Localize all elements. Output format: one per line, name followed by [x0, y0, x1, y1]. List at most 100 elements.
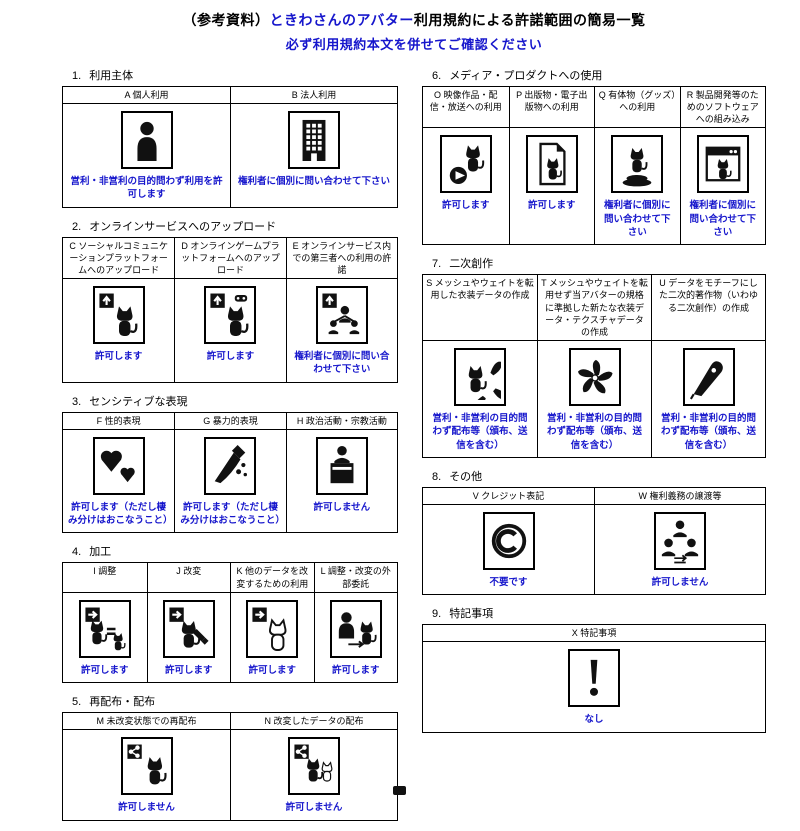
modify-icon	[162, 599, 215, 658]
item-label: L 調整・改変の外部委託	[313, 563, 397, 593]
section-number: 9.	[432, 608, 442, 621]
section-number: 4.	[72, 546, 82, 559]
section-title: 利用主体	[89, 70, 134, 82]
item-status: 許可します	[331, 664, 380, 676]
item-label: F 性的表現	[63, 413, 175, 430]
item-status: 許可しません	[285, 802, 343, 814]
section-heading-online-upload: 2.オンラインサービスへのアップロード	[72, 218, 398, 234]
section-heading-special-notes: 9. 特記事項	[432, 605, 766, 621]
permission-table-special-notes: X 特記事項なし	[422, 624, 766, 733]
section-number: 8.	[432, 470, 442, 483]
item-body: 権利者に個別に問い合わせて下さい	[594, 128, 680, 245]
item-label: A 個人利用	[63, 87, 230, 105]
goods-icon	[611, 135, 664, 194]
item-label: U データをモチーフにした二次的著作物（いわゆる二次創作）の作成	[651, 275, 765, 342]
item-status: 許可します	[248, 664, 296, 676]
item-label: N 改変したデータの配布	[230, 713, 397, 731]
section-title: 特記事項	[449, 608, 494, 621]
item-body: 不要です	[423, 505, 594, 594]
section-number: 6.	[432, 70, 442, 82]
item-status: 許可します	[94, 351, 143, 363]
item-status: 許可します（ただし棲み分けはおこなうこと）	[180, 501, 285, 527]
item-body: 営利・非営利の目的問わず配布等（頒布、送信を含む）	[537, 341, 651, 457]
costume-new-icon	[568, 348, 621, 407]
item-label: I 調整	[63, 563, 147, 593]
section-title: センシティブな表現	[89, 395, 188, 408]
section-heading-others: 8.その他	[432, 468, 766, 484]
modify-other-data-icon	[246, 599, 299, 658]
item-body: 許可します	[146, 592, 231, 683]
section-special-notes: 9. 特記事項 X 特記事項なし	[422, 605, 766, 733]
item-status: 権利者に個別に問い合わせて下さい	[603, 200, 671, 239]
item-status: 営利・非営利の目的問わず配布等（頒布、送信を含む）	[546, 413, 642, 451]
item-label: E オンラインサービス内での第三者への利用の許諾	[285, 237, 397, 280]
item-body: 権利者に個別に問い合わせて下さい	[679, 128, 766, 245]
permission-table-online-upload: C ソーシャルコミュニケーションプラットフォームへのアップロード許可します D オ…	[62, 236, 398, 383]
costume-mesh-icon	[454, 348, 506, 407]
item-body: 許可しません	[230, 730, 397, 820]
derivative-pen-icon	[682, 348, 735, 407]
item-label: D オンラインゲームプラットフォームへのアップロード	[174, 237, 286, 280]
item-body: 許可しません	[63, 730, 230, 819]
item-status: 権利者に個別に問い合わせて下さい	[689, 200, 756, 239]
item-body: 権利者に個別に問い合わせて下さい	[285, 279, 397, 382]
outsource-icon	[329, 599, 382, 658]
item-label: R 製品開発等のためのソフトウェアへの組み込み	[679, 87, 765, 129]
item-label: X 特記事項	[423, 625, 765, 643]
section-number: 3.	[72, 395, 82, 408]
item-body: 営利・非営利の目的問わず利用を許可します	[63, 104, 230, 207]
item-status: 許可しません	[118, 802, 175, 814]
exclamation-icon	[568, 649, 620, 708]
section-heading-media-product: 6.メディア・プロダクトへの使用	[432, 67, 766, 83]
item-status: 許可します	[164, 664, 213, 676]
item-body: 営利・非営利の目的問わず配布等（頒布、送信を含む）	[423, 341, 537, 457]
item-status: 権利者に個別に問い合わせて下さい	[237, 176, 390, 188]
item-status: なし	[584, 714, 604, 726]
section-online-upload: 2.オンラインサービスへのアップロード C ソーシャルコミュニケーションプラットフ…	[62, 218, 398, 383]
item-label: T メッシュやウェイトを転用せず当アバターの規格に準拠した新たな衣装データ・テク…	[537, 275, 651, 342]
item-body: 権利者に個別に問い合わせて下さい	[230, 104, 397, 207]
section-heading-processing: 4.加工	[72, 543, 398, 559]
item-body: 許可します	[313, 592, 398, 683]
item-label: P 出版物・電子出版物への利用	[508, 87, 594, 129]
page-title: （参考資料）ときわさんのアバター利用規約による許諾範囲の簡易一覧	[62, 10, 766, 30]
title-prefix: （参考資料）	[182, 12, 270, 28]
item-label: Q 有体物（グッズ）への利用	[594, 87, 680, 129]
item-label: C ソーシャルコミュニケーションプラットフォームへのアップロード	[63, 238, 175, 280]
item-label: B 法人利用	[230, 87, 397, 105]
section-number: 1.	[72, 70, 82, 82]
item-label: V クレジット表記	[423, 488, 594, 506]
item-status: 許可します	[80, 664, 129, 676]
item-status: 許可します（ただし棲み分けはおこなうこと）	[68, 501, 173, 527]
item-status: 許可します	[527, 200, 576, 212]
item-label: M 未改変状態での再配布	[63, 713, 230, 731]
item-body: 許可します（ただし棲み分けはおこなうこと）	[174, 429, 285, 533]
section-heading-usage-subject: 1. 利用主体	[72, 67, 398, 83]
footer-mark	[393, 786, 406, 795]
item-body: 許可します	[423, 128, 509, 244]
item-status: 許可します	[441, 200, 490, 212]
sexual-expression-icon	[92, 436, 145, 495]
section-title: 二次創作	[449, 258, 494, 271]
item-body: 許可します	[63, 279, 174, 382]
publication-icon	[525, 135, 578, 194]
item-label: G 暴力的表現	[174, 412, 286, 430]
violent-expression-icon	[204, 436, 257, 495]
copyright-icon	[482, 512, 535, 571]
item-body: 許可しません	[285, 429, 397, 533]
item-label: J 改変	[146, 563, 230, 593]
distribute-modified-icon	[288, 737, 340, 796]
item-body: 許可します	[230, 592, 314, 683]
permission-table-redistribution: M 未改変状態での再配布許可しません N 改変したデータの配布許可しません	[62, 712, 398, 821]
section-number: 5.	[72, 696, 82, 709]
item-status: 許可しません	[313, 501, 371, 513]
section-title: 再配布・配布	[89, 696, 156, 709]
redistribute-icon	[120, 737, 173, 796]
